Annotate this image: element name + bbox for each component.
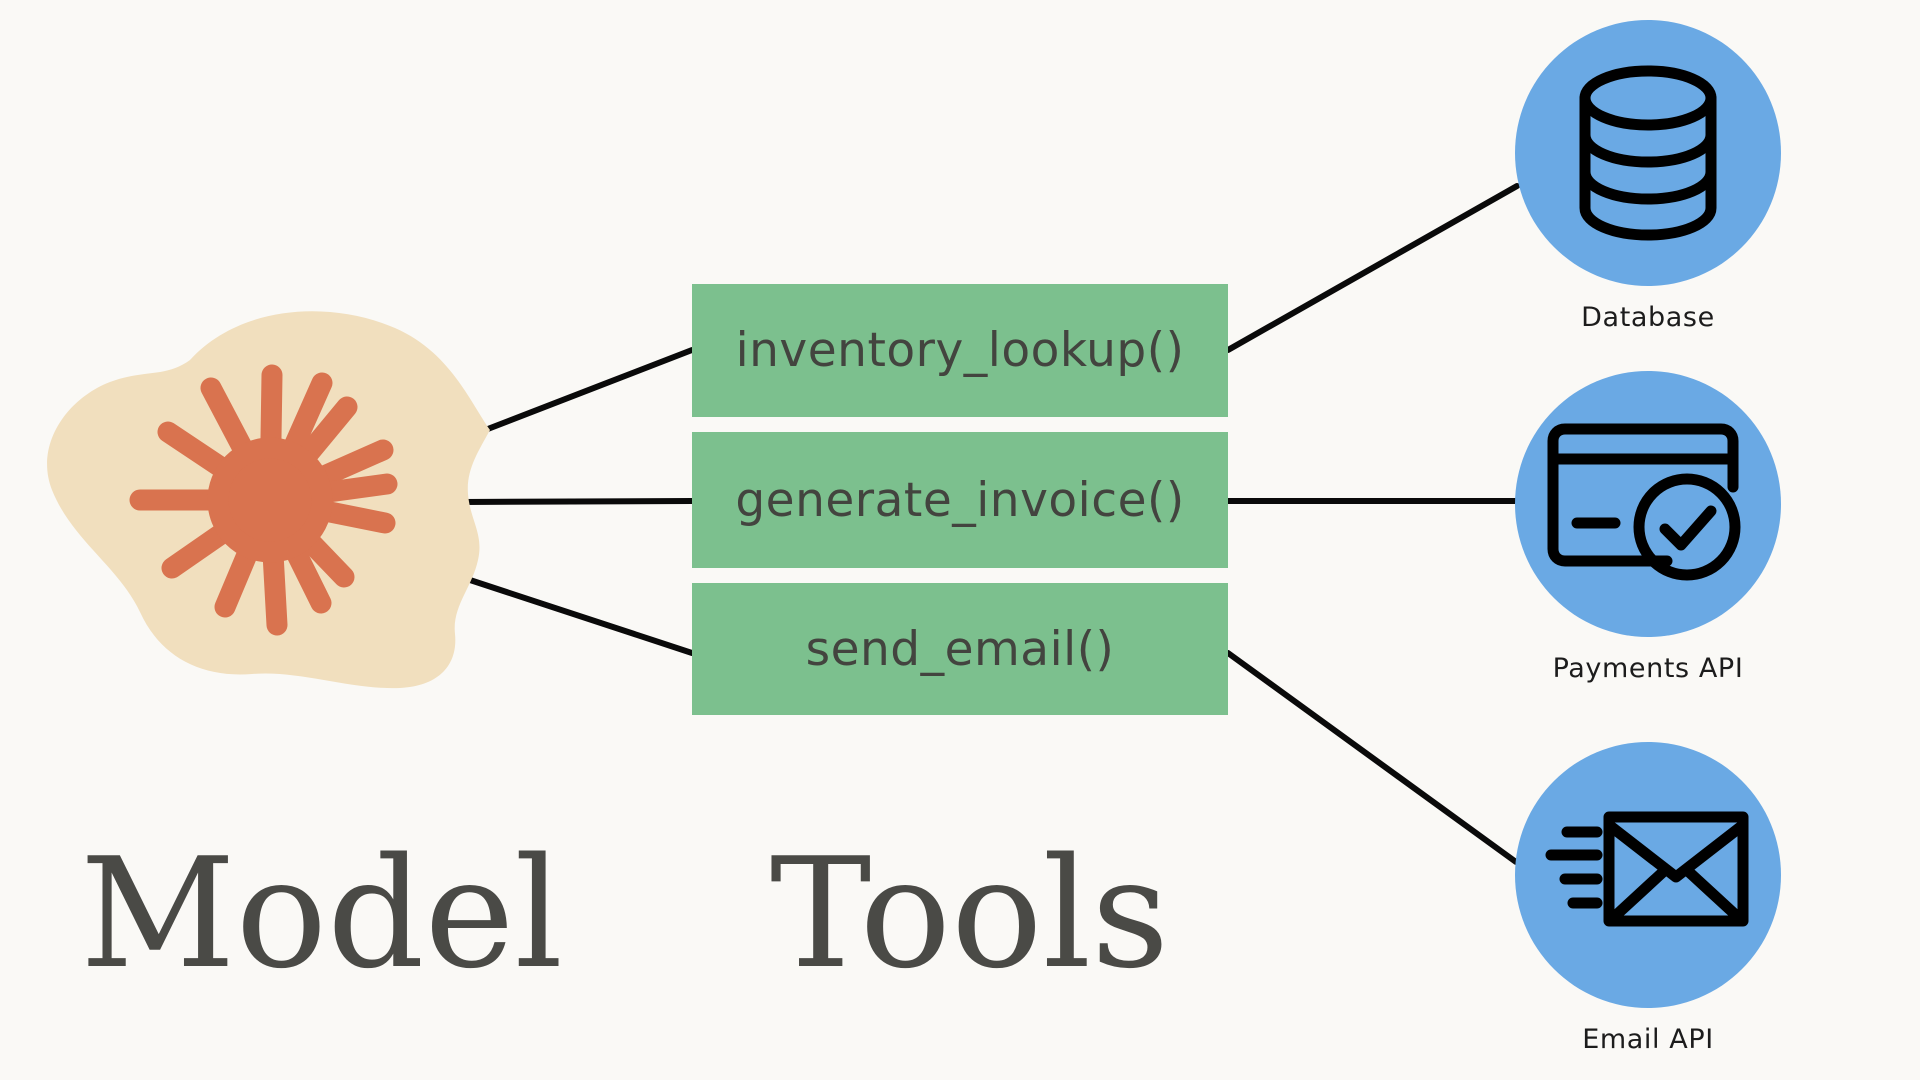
tool-box-label: generate_invoice()	[735, 472, 1185, 528]
target-payments-api[interactable]: Payments API	[1515, 371, 1781, 684]
target-label: Payments API	[1552, 653, 1744, 684]
target-label: Email API	[1582, 1024, 1714, 1055]
tool-box-send-email[interactable]: send_email()	[692, 583, 1228, 715]
target-email-api[interactable]: Email API	[1515, 742, 1781, 1055]
target-circle	[1515, 20, 1781, 286]
anthropic-starburst-icon	[129, 364, 398, 636]
target-circle	[1515, 742, 1781, 1008]
section-title-tools: Tools	[770, 825, 1170, 1002]
database-icon	[1579, 65, 1717, 241]
section-title-model: Model	[80, 825, 564, 1002]
tool-box-generate-invoice[interactable]: generate_invoice()	[692, 432, 1228, 568]
tool-box-label: inventory_lookup()	[735, 323, 1185, 378]
credit-card-check-icon	[1547, 423, 1741, 581]
envelope-send-icon	[1545, 811, 1749, 927]
target-label: Database	[1581, 302, 1715, 333]
target-database[interactable]: Database	[1515, 20, 1781, 333]
tool-box-label: send_email()	[805, 621, 1115, 677]
tool-box-inventory-lookup[interactable]: inventory_lookup()	[692, 284, 1228, 417]
